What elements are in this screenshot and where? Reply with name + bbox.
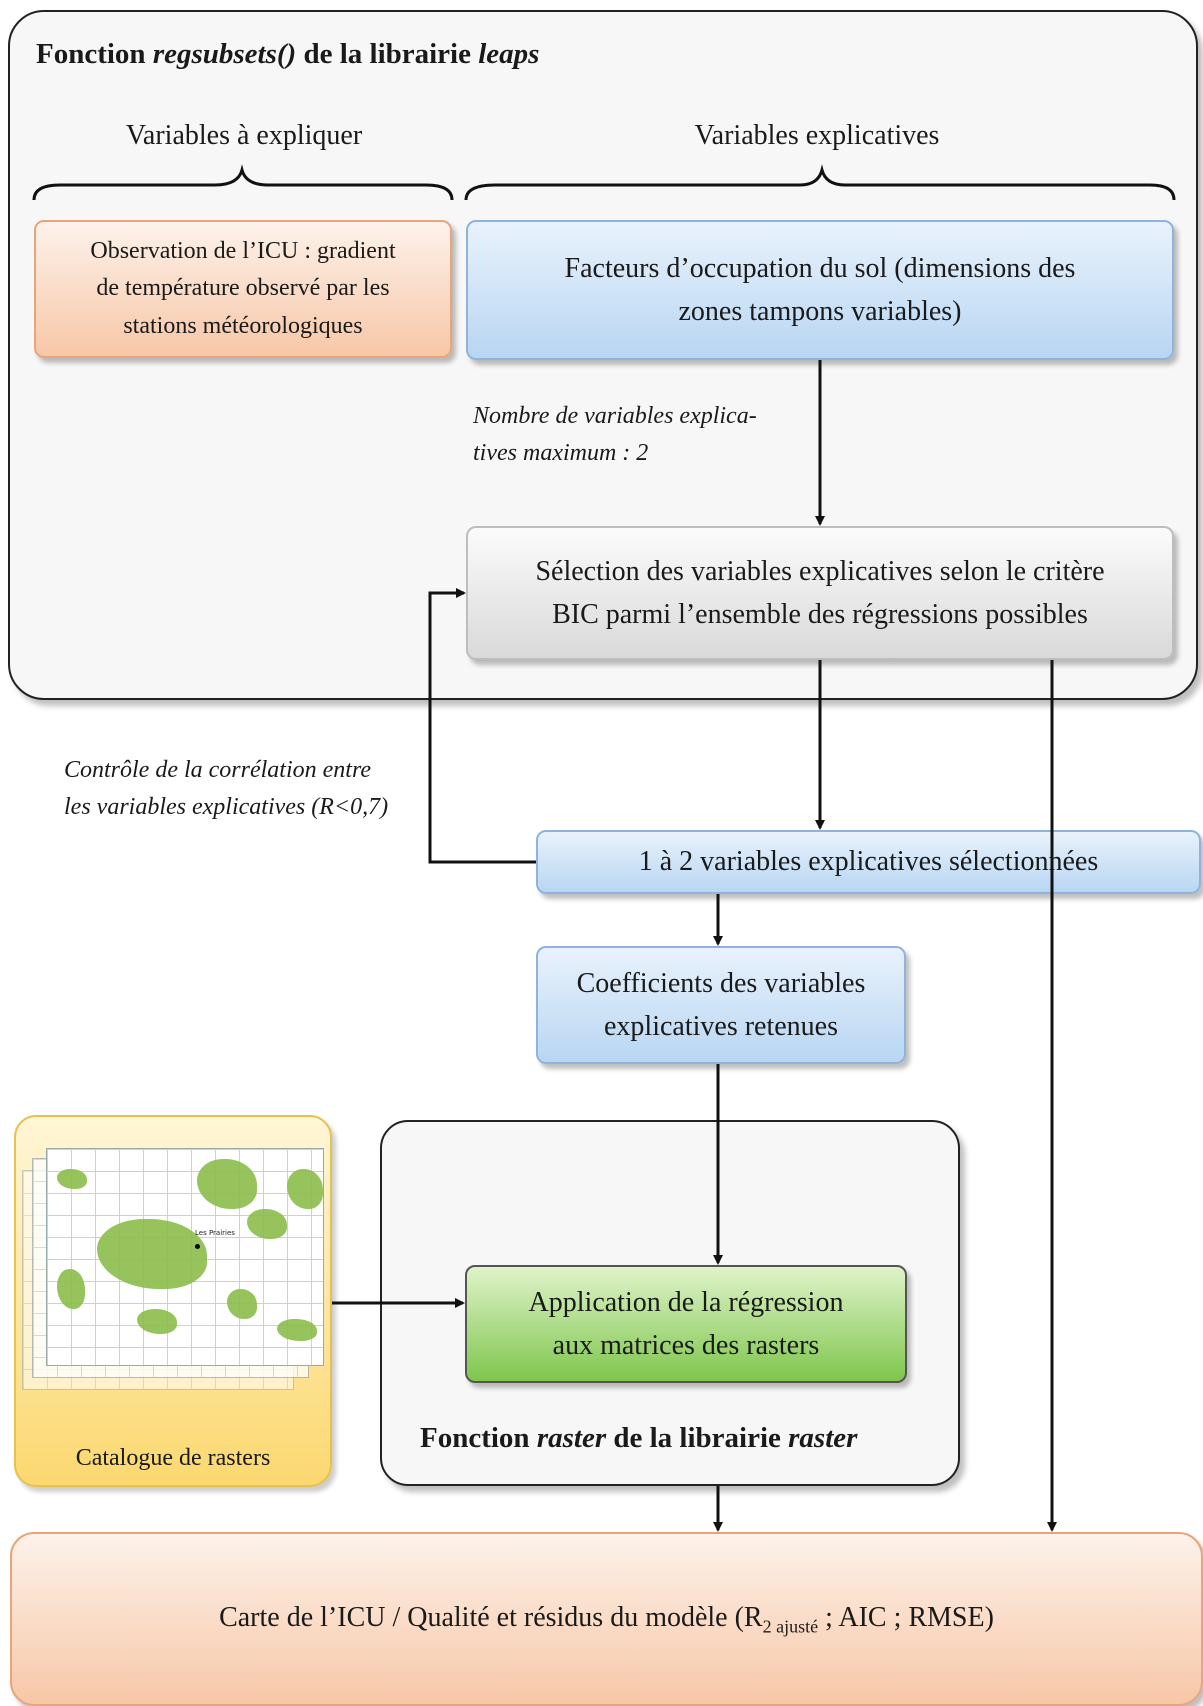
max-variables-note: Nombre de variables explica- tives maxim… [473, 403, 757, 467]
arrow-correlation-feedback [428, 588, 536, 864]
vegetation-patch [277, 1319, 317, 1341]
vegetation-patch [97, 1219, 207, 1289]
observation-box: Observation de l’ICU : gradient de tempé… [34, 220, 452, 358]
result-text: Carte de l’ICU / Qualité et résidus du m… [219, 1602, 994, 1637]
bic-selection-box: Sélection des variables explicatives sel… [466, 526, 1174, 660]
vegetation-patch [57, 1269, 85, 1309]
regression-application-box: Application de la régression aux matrice… [465, 1265, 907, 1383]
regsubsets-group-title: Fonction regsubsets() de la librairie le… [36, 38, 540, 70]
coefficients-box: Coefficients des variables explicatives … [536, 946, 906, 1064]
vegetation-patch [247, 1209, 287, 1239]
land-use-factors-box: Facteurs d’occupation du sol (dimensions… [466, 220, 1174, 360]
brace-explained [32, 164, 454, 201]
vegetation-patch [57, 1169, 87, 1189]
catalogue-caption: Catalogue de rasters [75, 1445, 271, 1471]
raster-stack: Les Prairies [22, 1148, 324, 1390]
correlation-control-note: Contrôle de la corrélation entre les var… [64, 757, 389, 821]
raster-group-title: Fonction raster de la librairie raster [420, 1422, 858, 1454]
vegetation-patch [287, 1169, 323, 1209]
vegetation-patch [227, 1289, 257, 1319]
selected-variables-box: 1 à 2 variables explicatives sélectionné… [536, 830, 1201, 894]
result-map-box: Carte de l’ICU / Qualité et résidus du m… [10, 1532, 1203, 1706]
heading-explained-variables: Variables à expliquer [125, 120, 363, 151]
brace-explanatory [464, 164, 1176, 201]
raster-sheet-front: Les Prairies [46, 1148, 324, 1366]
location-marker [195, 1244, 200, 1249]
vegetation-patch [137, 1309, 177, 1334]
vegetation-patch [197, 1159, 257, 1209]
heading-explanatory-variables: Variables explicatives [694, 120, 940, 151]
map-location-label: Les Prairies [195, 1229, 235, 1237]
